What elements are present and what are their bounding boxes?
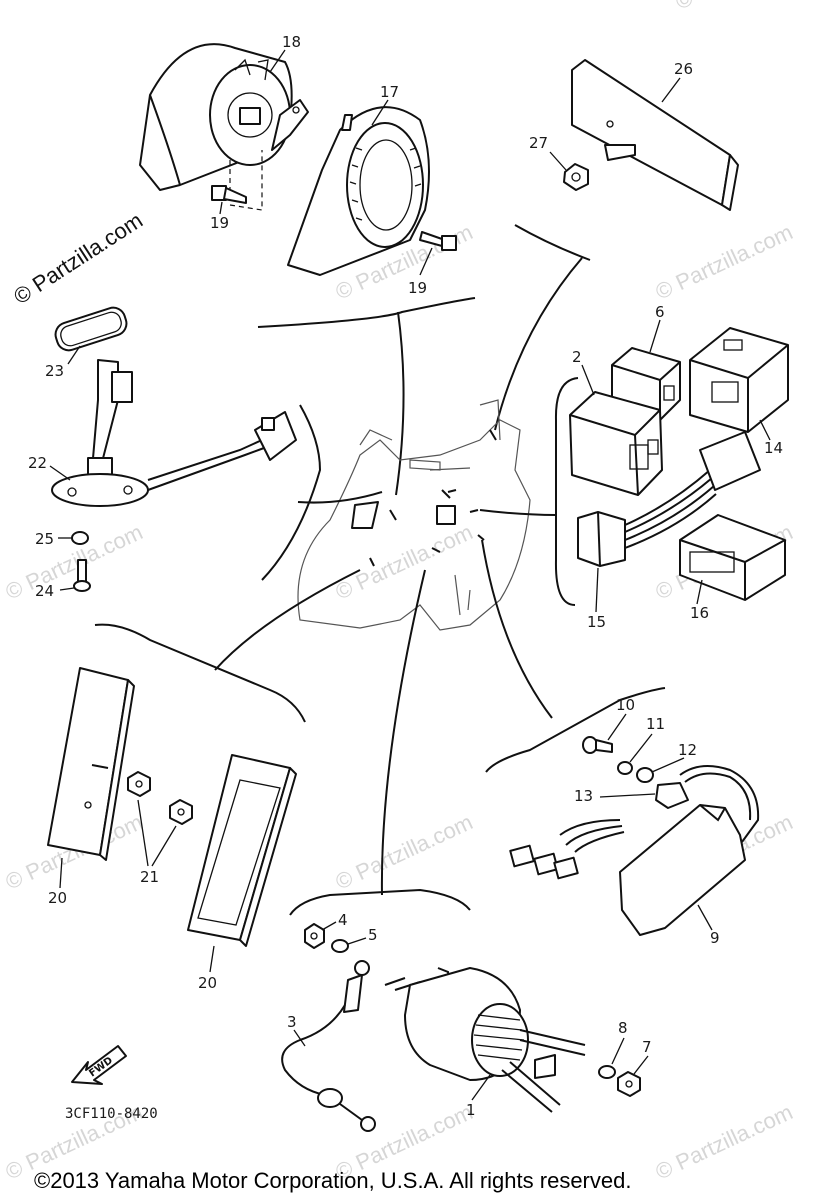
- callout-16: 16: [690, 604, 709, 622]
- watermark: © Partzilla.com: [332, 519, 477, 604]
- callout-26: 26: [674, 60, 693, 78]
- part-connector-15: [577, 431, 761, 567]
- callout-3: 3: [287, 1013, 297, 1031]
- callout-27: 27: [529, 134, 548, 152]
- part-washer-25: [71, 531, 89, 545]
- part-reflector-26: [571, 59, 739, 211]
- callout-12: 12: [678, 741, 697, 759]
- part-nut-7: [617, 1071, 641, 1097]
- diagram-code: 3CF110-8420: [65, 1106, 158, 1122]
- bracket-side-reflectors: [94, 623, 306, 723]
- callout-24: 24: [35, 582, 54, 600]
- callout-15: 15: [587, 613, 606, 631]
- watermark: © Partzilla.com: [332, 809, 477, 894]
- part-unit-16: [679, 514, 786, 601]
- callout-6: 6: [655, 303, 665, 321]
- part-reflector-20a: [47, 667, 135, 861]
- callout-5: 5: [368, 926, 378, 944]
- part-gasket-23: [54, 306, 128, 352]
- motorcycle-outline: [297, 399, 531, 631]
- part-washer-8: [598, 1065, 616, 1079]
- callout-22: 22: [28, 454, 47, 472]
- part-reflector-20b: [187, 754, 297, 947]
- callout-14: 14: [764, 439, 783, 457]
- bracket-sender: [261, 404, 322, 581]
- callout-21: 21: [140, 868, 159, 886]
- part-nuts-21: [127, 771, 193, 825]
- callout-23: 23: [45, 362, 64, 380]
- part-nut-27: [563, 144, 636, 191]
- watermark: © Partzilla.com: [652, 219, 797, 304]
- callout-18: 18: [282, 33, 301, 51]
- watermark: © Partzilla.com: [2, 519, 147, 604]
- callout-25: 25: [35, 530, 54, 548]
- part-nut-12: [636, 767, 654, 783]
- fwd-arrow-icon: FWD: [71, 1045, 127, 1085]
- callout-2: 2: [572, 348, 582, 366]
- watermark: © Partzilla: [672, 0, 774, 15]
- part-screw-24: [73, 559, 91, 592]
- callout-7: 7: [642, 1038, 652, 1056]
- part-collar-13: [655, 782, 689, 809]
- callout-1: 1: [466, 1101, 476, 1119]
- callout-19a: 19: [210, 214, 229, 232]
- part-horn-18: [139, 43, 309, 211]
- part-bolt-19b: [419, 231, 457, 251]
- callout-20a: 20: [48, 889, 67, 907]
- callout-17: 17: [380, 83, 399, 101]
- callout-13: 13: [574, 787, 593, 805]
- part-starter-relay-1: [384, 967, 586, 1113]
- part-washer-11: [617, 761, 633, 775]
- copyright-footer: ©2013 Yamaha Motor Corporation, U.S.A. A…: [34, 1168, 631, 1193]
- bracket-regulator: [485, 687, 666, 773]
- callout-20b: 20: [198, 974, 217, 992]
- part-horn-17: [287, 106, 430, 276]
- part-nut-4: [304, 923, 325, 949]
- part-relay-2: [569, 391, 663, 496]
- part-regulator-9: [509, 765, 760, 936]
- part-bolt-19a: [211, 185, 247, 204]
- part-unit-14: [689, 327, 789, 433]
- bracket-reflector: [514, 224, 591, 261]
- callout-10: 10: [616, 696, 635, 714]
- part-sender-22: [51, 359, 297, 507]
- bracket-starter: [289, 888, 471, 916]
- watermark: © Partzilla.com: [652, 1099, 797, 1184]
- callout-8: 8: [618, 1019, 628, 1037]
- bracket-relays: [554, 377, 579, 606]
- part-lead-3: [281, 960, 376, 1132]
- callout-4: 4: [338, 911, 348, 929]
- callout-19b: 19: [408, 279, 427, 297]
- callout-11: 11: [646, 715, 665, 733]
- bracket-horns: [257, 297, 476, 328]
- part-washer-5: [331, 939, 349, 953]
- part-bolt-10: [582, 736, 613, 754]
- callout-9: 9: [710, 929, 720, 947]
- watermark-prominent: © Partzilla.com: [9, 207, 147, 309]
